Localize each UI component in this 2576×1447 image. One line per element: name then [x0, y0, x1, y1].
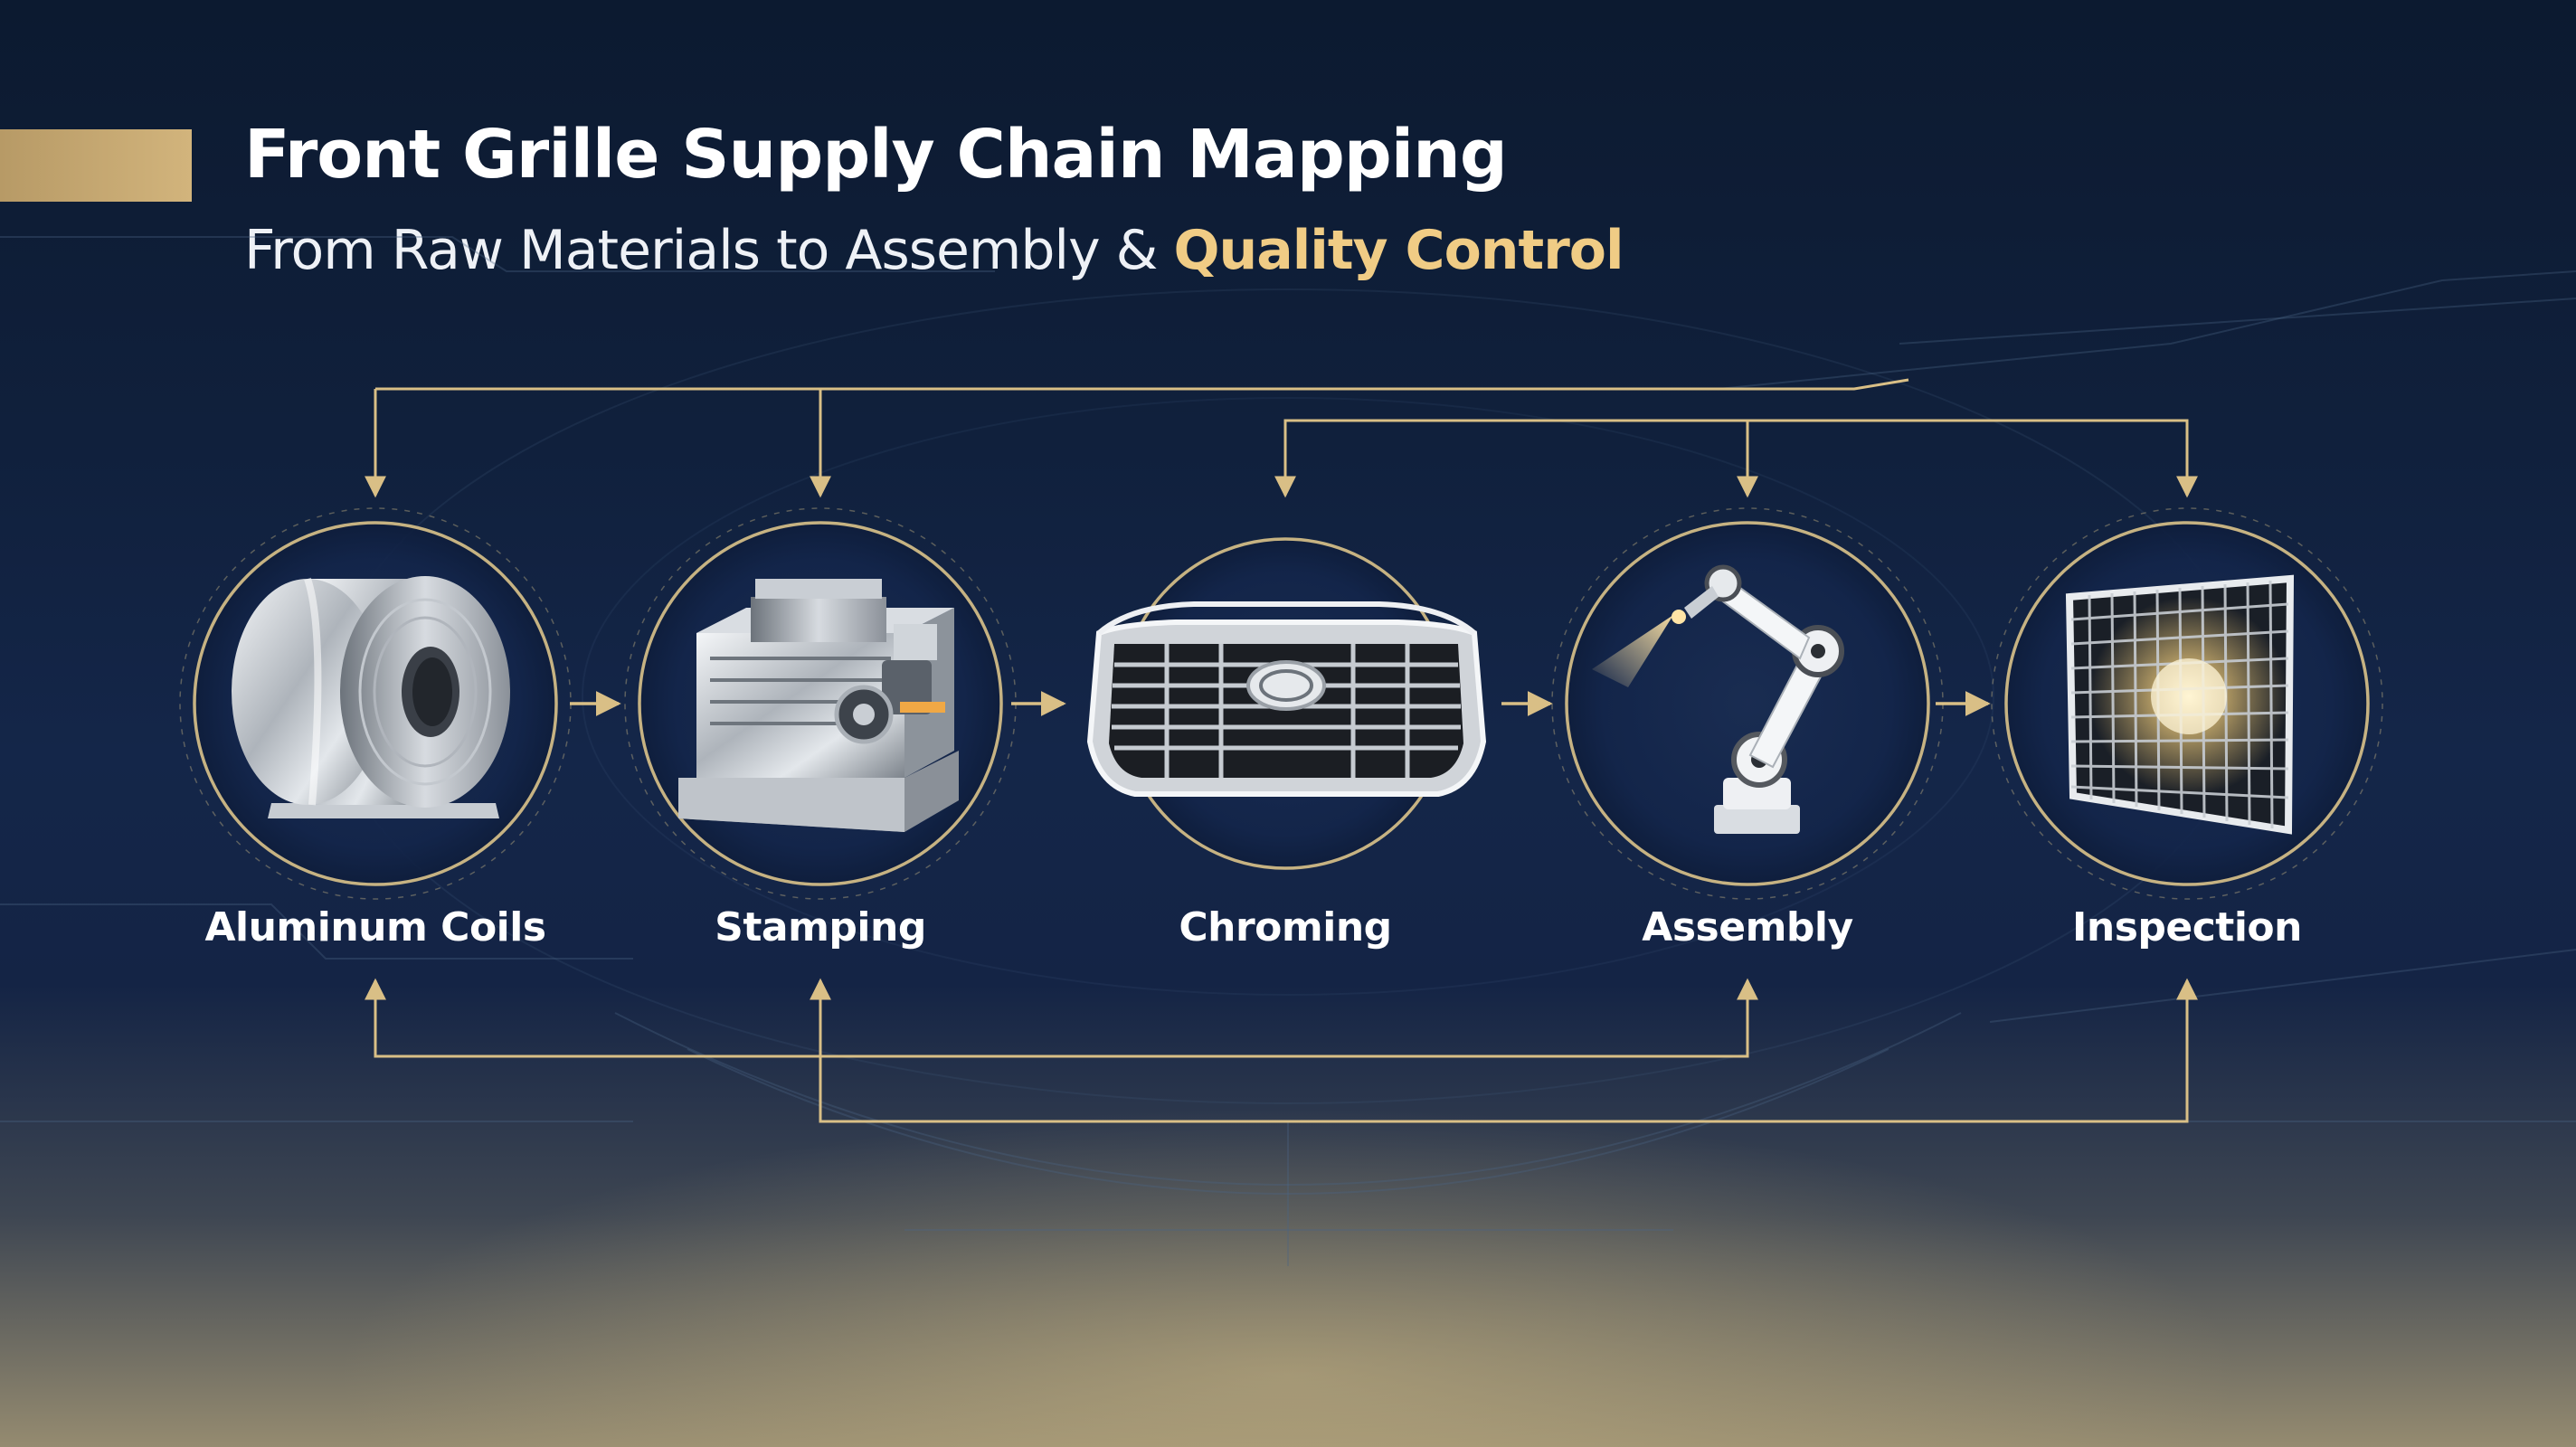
aluminum-coil-icon	[232, 576, 510, 818]
subtitle-text: From Raw Materials to Assembly &	[244, 219, 1174, 282]
page-subtitle: From Raw Materials to Assembly & Quality…	[244, 219, 1624, 282]
feedback-line-top-inner	[1274, 419, 2198, 498]
node-label-stamping: Stamping	[715, 904, 926, 950]
feedback-connectors	[365, 378, 2198, 1123]
subtitle-highlight: Quality Control	[1173, 219, 1624, 282]
node-label-aluminum-coils: Aluminum Coils	[204, 904, 546, 950]
node-inspection	[1991, 507, 2383, 900]
node-aluminum-coils	[179, 507, 572, 900]
node-chroming	[1086, 537, 1487, 870]
title-accent-bar	[0, 129, 192, 202]
feedback-line-bottom-inner	[365, 978, 1758, 1058]
feedback-line-top-outer	[375, 378, 1909, 391]
stamping-press-icon	[678, 579, 959, 832]
node-label-chroming: Chroming	[1179, 904, 1392, 950]
feedback-line-bottom-outer	[810, 978, 2198, 1123]
page-title: Front Grille Supply Chain Mapping	[244, 116, 1508, 194]
node-stamping	[624, 507, 1017, 900]
node-label-inspection: Inspection	[2072, 904, 2302, 950]
node-assembly	[1551, 507, 1944, 900]
inspection-grid-icon	[2065, 574, 2295, 835]
robot-arm-icon	[1592, 564, 1844, 834]
chrome-grille-icon	[1086, 601, 1487, 797]
node-label-assembly: Assembly	[1642, 904, 1853, 950]
